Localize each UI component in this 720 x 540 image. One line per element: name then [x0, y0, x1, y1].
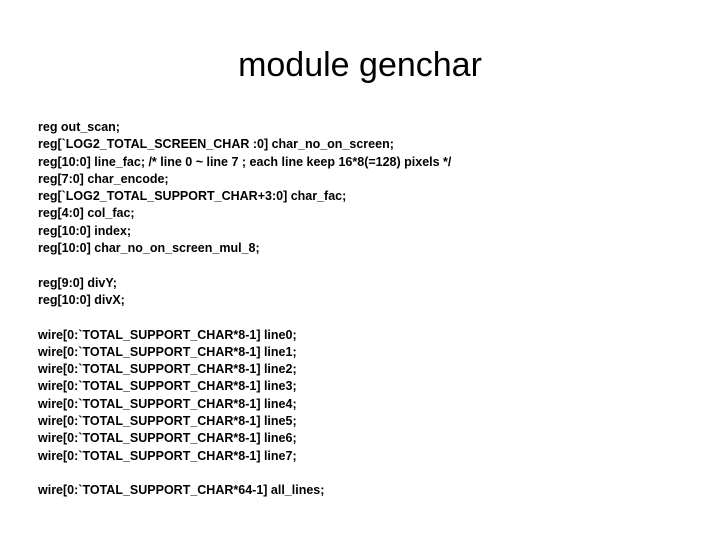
code-line: reg out_scan;: [38, 120, 120, 134]
code-line: reg[`LOG2_TOTAL_SUPPORT_CHAR+3:0] char_f…: [38, 189, 347, 204]
code-line: wire[0:`TOTAL_SUPPORT_CHAR*8-1] line3;: [38, 379, 297, 394]
code-line: reg[`LOG2_TOTAL_SCREEN_CHAR :0] char_no_…: [38, 137, 394, 152]
code-line: wire[0:`TOTAL_SUPPORT_CHAR*64-1] all_lin…: [38, 483, 325, 498]
code-line-blank: [38, 309, 698, 326]
code-line: reg[4:0] col_fac;: [38, 206, 135, 221]
code-line: reg[10:0] char_no_on_screen_mul_8;: [38, 241, 260, 256]
code-line: wire[0:`TOTAL_SUPPORT_CHAR*8-1] line4;: [38, 396, 297, 411]
code-line: reg[10:0] line_fac; /* line 0 ~ line 7 ;…: [38, 154, 452, 169]
code-line-blank: [38, 465, 698, 482]
code-line: reg[10:0] divX;: [38, 292, 125, 307]
code-line: wire[0:`TOTAL_SUPPORT_CHAR*8-1] line7;: [38, 448, 297, 463]
code-line: wire[0:`TOTAL_SUPPORT_CHAR*8-1] line6;: [38, 431, 297, 446]
code-line-blank: [38, 257, 698, 274]
code-line: wire[0:`TOTAL_SUPPORT_CHAR*8-1] line5;: [38, 414, 297, 429]
page-title: module genchar: [238, 46, 482, 84]
code-line: reg[9:0] divY;: [38, 275, 117, 290]
code-line: reg[7:0] char_encode;: [38, 171, 169, 186]
code-line: wire[0:`TOTAL_SUPPORT_CHAR*8-1] line0;: [38, 327, 297, 342]
code-line: reg[10:0] index;: [38, 223, 132, 238]
code-line: wire[0:`TOTAL_SUPPORT_CHAR*8-1] line1;: [38, 344, 297, 359]
code-line: wire[0:`TOTAL_SUPPORT_CHAR*8-1] line2;: [38, 362, 297, 377]
code-block: reg out_scan; reg[`LOG2_TOTAL_SCREEN_CHAR…: [38, 119, 698, 500]
